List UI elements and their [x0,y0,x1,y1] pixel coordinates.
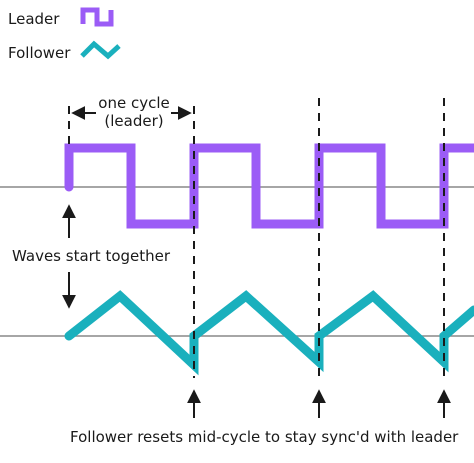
cycle-label-line2: (leader) [104,112,163,130]
square-wave-icon [80,7,114,27]
cycle-label-line1: one cycle [98,94,169,112]
follower-triangle-wave [64,290,474,376]
legend-label-leader: Leader [8,10,60,28]
cycle-guides [68,98,445,378]
start-label: Waves start together [12,247,171,265]
leader-square-wave [64,143,474,229]
legend: Leader Follower [8,7,121,62]
reset-label: Follower resets mid-cycle to stay sync'd… [70,428,459,446]
legend-label-follower: Follower [8,44,71,62]
triangle-wave-icon [80,40,121,60]
